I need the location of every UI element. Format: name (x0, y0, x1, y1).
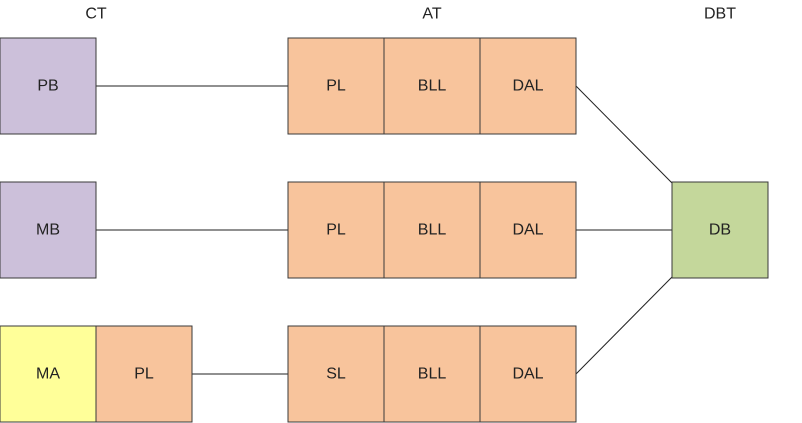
row1-client-label: PB (37, 78, 58, 95)
database-label: DB (709, 222, 731, 239)
row3-client-label-2: PL (134, 366, 154, 383)
row1-tier-label-1: PL (326, 78, 346, 95)
row1-tier-label-3: DAL (512, 78, 543, 95)
header-application-tier: AT (422, 6, 441, 23)
row3-tier-label-1: SL (326, 366, 346, 383)
database-box: DB (671, 181, 769, 279)
row3-tier-label-3: DAL (512, 366, 543, 383)
row3-tier-box-3 (479, 325, 577, 423)
row3-app-tier: SL BLL DAL (287, 325, 577, 423)
row3-client-boxes: MA PL (0, 325, 193, 423)
header-client-tier: CT (85, 6, 107, 23)
row3-tier-label-2: BLL (418, 366, 447, 383)
row1-tier-label-2: BLL (418, 78, 447, 95)
row3-client-label-1: MA (36, 366, 60, 383)
row2-client-box: MB (0, 181, 97, 279)
row2-client-label: MB (36, 222, 60, 239)
row2-tier-label-2: BLL (418, 222, 447, 239)
row2-tier-box-3 (479, 181, 577, 279)
row1-client-box: PB (0, 37, 97, 135)
row3-client-box-2 (95, 325, 193, 423)
row2-tier-box-2 (383, 181, 481, 279)
row3-tier-box-1 (287, 325, 385, 423)
row1-tier-box-2 (383, 37, 481, 135)
row3-client-box-1 (0, 325, 97, 423)
header-database-tier: DBT (704, 6, 736, 23)
row3-tier-box-2 (383, 325, 481, 423)
row2-tier-box-1 (287, 181, 385, 279)
row1-tier-box-1 (287, 37, 385, 135)
row2-tier-label-3: DAL (512, 222, 543, 239)
row2-app-tier: PL BLL DAL (287, 181, 577, 279)
row2-tier-label-1: PL (326, 222, 346, 239)
row1-app-tier: PL BLL DAL (287, 37, 577, 135)
connector-row3-app-to-db (575, 276, 673, 375)
connector-row1-app-to-db (575, 85, 673, 184)
row1-tier-box-3 (479, 37, 577, 135)
